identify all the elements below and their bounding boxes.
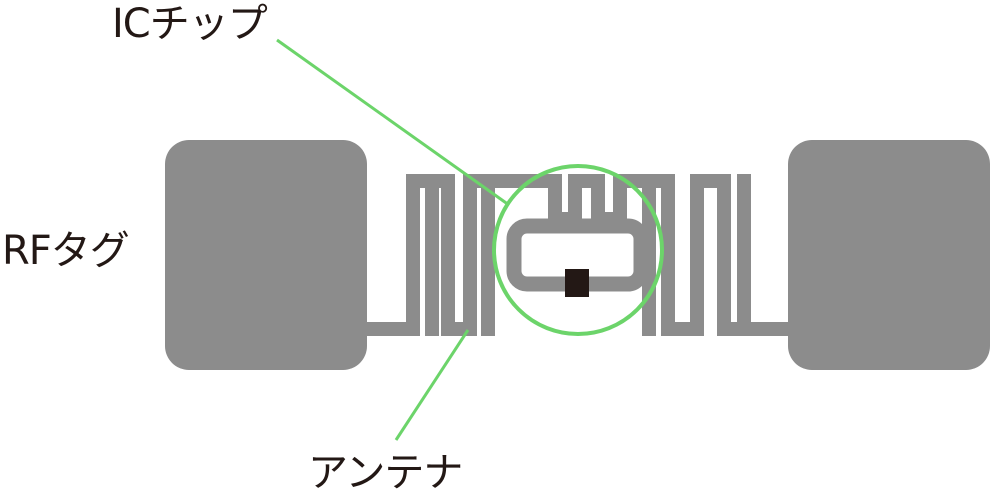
right-antenna-pad (788, 140, 990, 370)
antenna-label: アンテナ (308, 450, 463, 496)
chip-callout-circle (492, 164, 664, 336)
ic-chip-leader-line (276, 38, 510, 207)
antenna-trace-inner-right (642, 174, 751, 336)
ic-chip (565, 269, 589, 297)
ic-chip-label: ICチップ (112, 1, 268, 47)
antenna-trace (360, 174, 795, 336)
antenna-leader-line (394, 329, 470, 441)
left-antenna-pad (165, 140, 367, 370)
antenna-trace-inner-left (425, 188, 495, 336)
rf-tag-label: RFタグ (2, 228, 130, 274)
